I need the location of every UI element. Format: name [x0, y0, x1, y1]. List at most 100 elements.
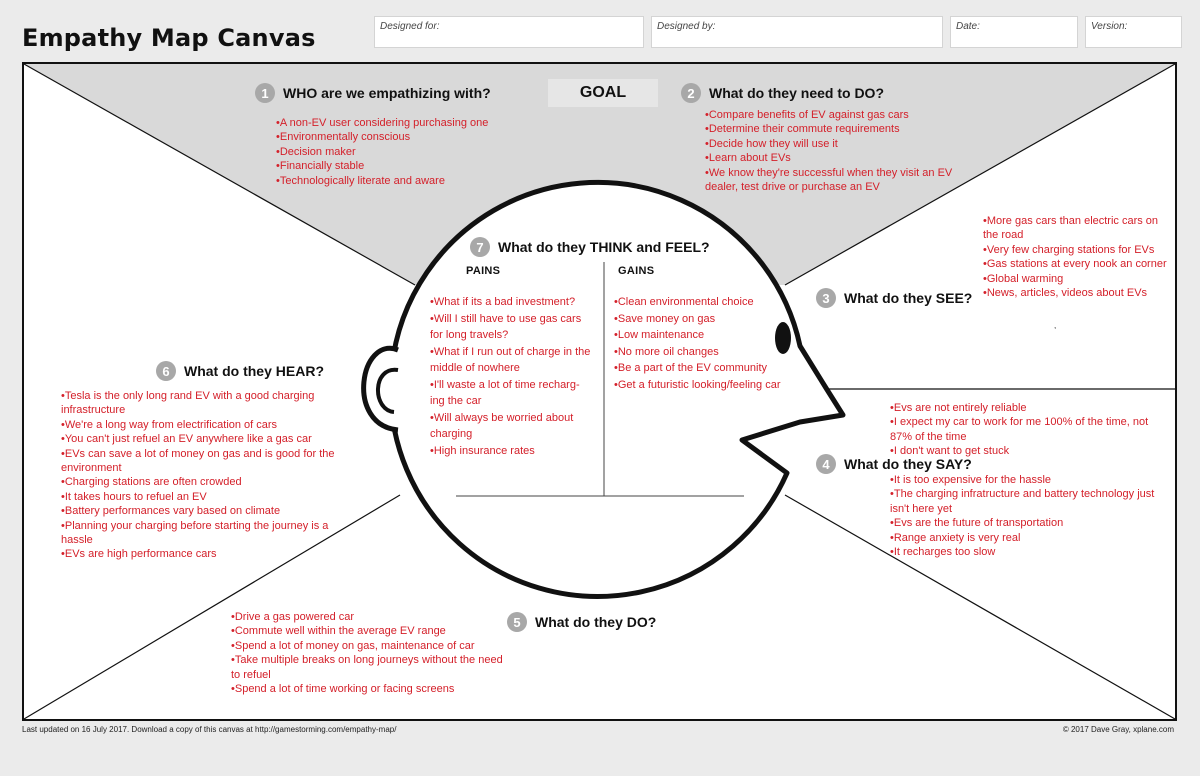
- note: Evs are not entirely reliable: [890, 401, 1168, 415]
- note: Commute well within the average EV range: [231, 624, 503, 638]
- note: Be a part of the EV community: [614, 360, 782, 377]
- gains-heading: GAINS: [618, 265, 655, 277]
- note: Range anxiety is very real: [890, 531, 1174, 545]
- note: You can't just refuel an EV anywhere lik…: [61, 432, 346, 446]
- who-notes: A non-EV user considering purchasing one…: [276, 116, 516, 188]
- need-to-do-number: 2: [681, 83, 701, 103]
- note: Will I still have to use gas cars for lo…: [430, 311, 592, 344]
- stray-mark: ,: [1054, 321, 1057, 330]
- note: Determine their commute requirements: [705, 122, 955, 136]
- hear-number: 6: [156, 361, 176, 381]
- goal-label: GOAL: [579, 84, 627, 101]
- divider-top-right: [784, 63, 1176, 286]
- note: Low maintenance: [614, 327, 782, 344]
- note: A non-EV user considering purchasing one: [276, 116, 516, 130]
- note: We're a long way from electrification of…: [61, 418, 346, 432]
- say-number: 4: [816, 454, 836, 474]
- date-label: Date:: [956, 21, 980, 32]
- note: Save money on gas: [614, 311, 782, 328]
- note: Gas stations at every nook an corner: [983, 257, 1173, 271]
- note: Learn about EVs: [705, 151, 955, 165]
- think-feel-number: 7: [470, 237, 490, 257]
- hear-notes: Tesla is the only long rand EV with a go…: [61, 389, 346, 562]
- need-to-do-title: What do they need to DO?: [709, 85, 884, 101]
- gains-notes: Clean environmental choice Save money on…: [614, 294, 782, 393]
- goal-box: [548, 79, 658, 107]
- note: Evs are the future of transportation: [890, 516, 1174, 530]
- version-field[interactable]: Version:: [1085, 16, 1182, 48]
- note: Will always be worried about charging: [430, 410, 592, 443]
- note: Planning your charging before starting t…: [61, 519, 346, 548]
- say-notes-upper: Evs are not entirely reliable I expect m…: [890, 401, 1168, 459]
- designed-by-field[interactable]: Designed by:: [651, 16, 943, 48]
- note: Decide how they will use it: [705, 137, 955, 151]
- do-number: 5: [507, 612, 527, 632]
- see-title: What do they SEE?: [844, 290, 973, 306]
- note: We know they're successful when they vis…: [705, 166, 955, 195]
- ear-inner: [376, 367, 399, 414]
- note: Financially stable: [276, 159, 516, 173]
- who-title: WHO are we empathizing with?: [283, 85, 491, 101]
- note: Environmentally conscious: [276, 130, 516, 144]
- note: EVs are high performance cars: [61, 547, 346, 561]
- note: Clean environmental choice: [614, 294, 782, 311]
- who-header: 1 WHO are we empathizing with?: [255, 83, 491, 103]
- note: Take multiple breaks on long journeys wi…: [231, 653, 503, 682]
- note: It takes hours to refuel an EV: [61, 490, 346, 504]
- divider-bottom-right: [784, 494, 1176, 720]
- note: More gas cars than electric cars on the …: [983, 214, 1173, 243]
- note: Tesla is the only long rand EV with a go…: [61, 389, 346, 418]
- note: Spend a lot of money on gas, maintenance…: [231, 639, 503, 653]
- note: Global warming: [983, 272, 1173, 286]
- note: Drive a gas powered car: [231, 610, 503, 624]
- who-number: 1: [255, 83, 275, 103]
- think-feel-title: What do they THINK and FEEL?: [498, 239, 710, 255]
- note: Get a futuristic looking/feeling car: [614, 377, 782, 394]
- hear-header: 6 What do they HEAR?: [156, 361, 324, 381]
- note: News, articles, videos about EVs: [983, 286, 1173, 300]
- see-notes: More gas cars than electric cars on the …: [983, 214, 1173, 300]
- designed-for-label: Designed for:: [380, 21, 440, 32]
- designed-by-label: Designed by:: [657, 21, 716, 32]
- note: Very few charging stations for EVs: [983, 243, 1173, 257]
- note: What if I run out of charge in the middl…: [430, 344, 592, 377]
- note: The charging infratructure and battery t…: [890, 487, 1174, 516]
- pains-notes: What if its a bad investment? Will I sti…: [430, 294, 592, 459]
- divider-top-left: [23, 63, 416, 286]
- note: It recharges too slow: [890, 545, 1174, 559]
- footer-left: Last updated on 16 July 2017. Download a…: [22, 725, 397, 734]
- say-notes-lower: It is too expensive for the hassle The c…: [890, 473, 1174, 559]
- note: What if its a bad investment?: [430, 294, 592, 311]
- note: I don't want to get stuck: [890, 444, 1168, 458]
- hear-title: What do they HEAR?: [184, 363, 324, 379]
- date-field[interactable]: Date:: [950, 16, 1078, 48]
- note: Technologically literate and aware: [276, 174, 516, 188]
- note: No more oil changes: [614, 344, 782, 361]
- say-header: 4 What do they SAY?: [816, 454, 972, 474]
- note: Charging stations are often crowded: [61, 475, 346, 489]
- note: It is too expensive for the hassle: [890, 473, 1174, 487]
- see-header: 3 What do they SEE?: [816, 288, 972, 308]
- note: Spend a lot of time working or facing sc…: [231, 682, 503, 696]
- footer-right: © 2017 Dave Gray, xplane.com: [1062, 725, 1174, 734]
- pains-heading: PAINS: [466, 265, 501, 277]
- note: High insurance rates: [430, 443, 592, 460]
- version-label: Version:: [1091, 21, 1128, 32]
- see-number: 3: [816, 288, 836, 308]
- note: Decision maker: [276, 145, 516, 159]
- note: Battery performances vary based on clima…: [61, 504, 346, 518]
- note: I'll waste a lot of time recharg-ing the…: [430, 377, 592, 410]
- need-to-do-header: 2 What do they need to DO?: [681, 83, 884, 103]
- do-notes: Drive a gas powered car Commute well wit…: [231, 610, 503, 696]
- note: EVs can save a lot of money on gas and i…: [61, 447, 346, 476]
- say-title: What do they SAY?: [844, 456, 972, 472]
- need-to-do-notes: Compare benefits of EV against gas cars …: [705, 108, 955, 194]
- note: Compare benefits of EV against gas cars: [705, 108, 955, 122]
- note: I expect my car to work for me 100% of t…: [890, 415, 1168, 444]
- do-title: What do they DO?: [535, 614, 657, 630]
- page-title: Empathy Map Canvas: [22, 24, 316, 52]
- designed-for-field[interactable]: Designed for:: [374, 16, 644, 48]
- think-feel-header: 7 What do they THINK and FEEL?: [470, 237, 710, 257]
- do-header: 5 What do they DO?: [507, 612, 656, 632]
